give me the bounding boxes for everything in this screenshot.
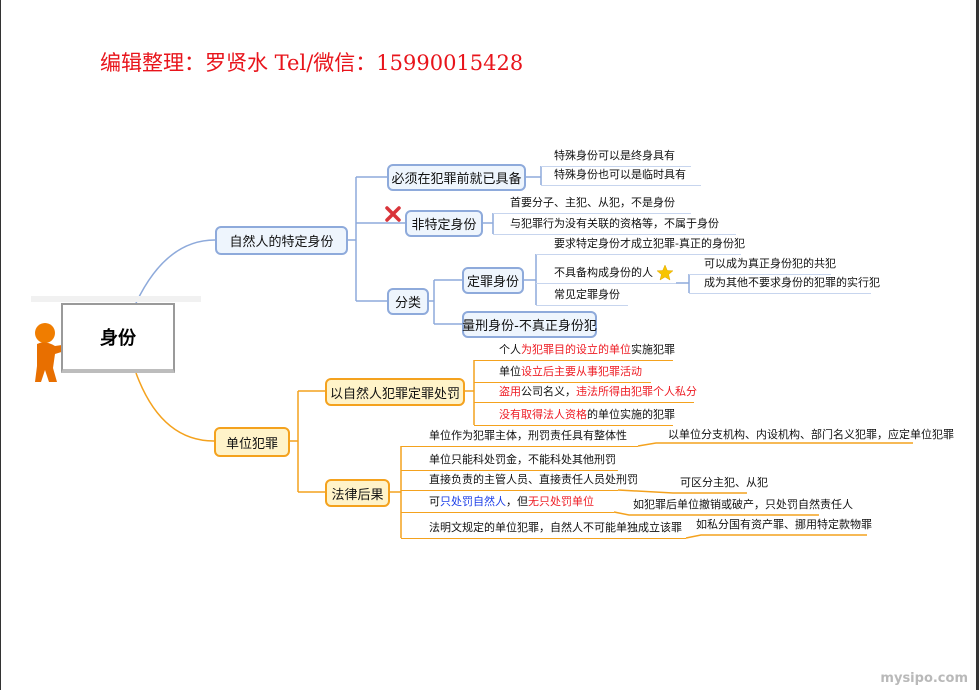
- node-punish-as-natural-person[interactable]: 以自然人犯罪定罪处罚: [325, 378, 465, 406]
- cross-icon: [385, 206, 401, 222]
- leaf-np-1[interactable]: 个人为犯罪目的设立的单位实施犯罪: [474, 341, 675, 361]
- star-icon: [656, 264, 674, 281]
- node-legal-consequence[interactable]: 法律后果: [325, 479, 390, 507]
- node-unit-crime[interactable]: 单位犯罪: [214, 427, 290, 457]
- leaf-lc-3[interactable]: 直接负责的主管人员、直接责任人员处刑罚: [401, 471, 638, 491]
- node-sentencing-identity[interactable]: 量刑身份-不真正身份犯: [462, 311, 597, 338]
- node-natural-person-identity[interactable]: 自然人的特定身份: [215, 226, 348, 255]
- leaf-non-specific-2[interactable]: 与犯罪行为没有关联的资格等，不属于身份: [493, 215, 736, 235]
- leaf-lc-1-note[interactable]: 以单位分支机构、内设机构、部门名义犯罪，应定单位犯罪: [668, 428, 954, 441]
- leaf-lifetime[interactable]: 特殊身份可以是终身具有: [541, 147, 691, 167]
- leaf-principal-offender[interactable]: 成为其他不要求身份的犯罪的实行犯: [689, 274, 880, 294]
- leaf-true-identity-crime[interactable]: 要求特定身份才成立犯罪-真正的身份犯: [536, 235, 745, 255]
- node-conviction-identity[interactable]: 定罪身份: [462, 267, 524, 294]
- leaf-lc-4-note[interactable]: 如犯罪后单位撤销或破产，只处罚自然责任人: [633, 498, 853, 511]
- author-title: 编辑整理：罗贤水 Tel/微信：15990015428: [100, 51, 524, 75]
- leaf-lacking-identity[interactable]: 不具备构成身份的人: [536, 264, 676, 284]
- leaf-lc-1[interactable]: 单位作为犯罪主体，刑罚责任具有整体性: [401, 427, 638, 447]
- leaf-np-2[interactable]: 单位设立后主要从事犯罪活动: [474, 363, 651, 383]
- root-node[interactable]: 身份: [61, 303, 175, 373]
- leaf-lc-3-note[interactable]: 可区分主犯、从犯: [680, 476, 768, 489]
- leaf-lc-2[interactable]: 单位只能科处罚金，不能科处其他刑罚: [401, 451, 618, 471]
- leaf-np-3[interactable]: 盗用公司名义，违法所得由犯罪个人私分: [474, 383, 697, 403]
- node-must-have[interactable]: 必须在犯罪前就已具备: [387, 164, 526, 191]
- leaf-temporary[interactable]: 特殊身份也可以是临时具有: [541, 166, 701, 186]
- leaf-lc-4[interactable]: 可只处罚自然人，但无只处罚单位: [401, 493, 614, 513]
- watermark: mysipo.com: [880, 671, 968, 686]
- node-non-specific[interactable]: 非特定身份: [405, 210, 483, 237]
- leaf-common-conviction-identity[interactable]: 常见定罪身份: [536, 286, 628, 306]
- leaf-accomplice[interactable]: 可以成为真正身份犯的共犯: [689, 255, 836, 275]
- leaf-non-specific-1[interactable]: 首要分子、主犯、从犯，不是身份: [493, 194, 691, 214]
- leaf-np-4[interactable]: 没有取得法人资格的单位实施的犯罪: [474, 406, 675, 426]
- leaf-lc-5-note[interactable]: 如私分国有资产罪、挪用特定款物罪: [696, 518, 872, 531]
- node-classification[interactable]: 分类: [387, 288, 429, 315]
- leaf-lc-5[interactable]: 法明文规定的单位犯罪，自然人不可能单独成立该罪: [401, 519, 686, 539]
- board-shadow: [31, 296, 201, 302]
